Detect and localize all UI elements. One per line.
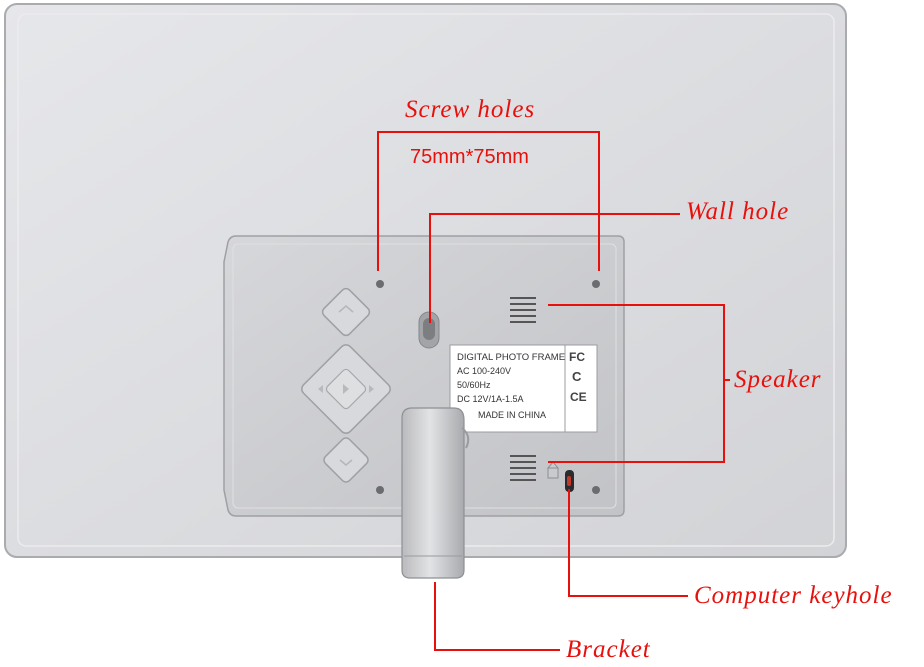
callout-lines [377, 131, 730, 651]
plate-title: DIGITAL PHOTO FRAME [457, 352, 566, 363]
speaker-callout: Speaker [734, 366, 822, 393]
ce-mark-icon: CE [570, 390, 587, 404]
speaker-grille-icon [510, 297, 536, 481]
plate-output-dc: DC 12V/1A-1.5A [457, 394, 524, 404]
rear-panel [223, 235, 625, 517]
bracket [401, 407, 470, 579]
screw-holes-callout: Screw holes [405, 96, 536, 123]
screw-size-callout: 75mm*75mm [410, 146, 529, 168]
label-plate [449, 344, 598, 433]
c-tick-mark-icon: C [572, 369, 582, 384]
bracket-callout: Bracket [566, 636, 651, 663]
screw-hole-icon [376, 280, 600, 494]
wall-hole-callout: Wall hole [686, 198, 790, 225]
menu-button-icon[interactable] [321, 287, 372, 338]
direction-pad-icon[interactable] [299, 342, 392, 435]
computer-keyhole-callout: Computer keyhole [694, 582, 893, 609]
plate-input-ac: AC 100-240V [457, 366, 512, 376]
plate-origin: MADE IN CHINA [478, 410, 547, 420]
plate-frequency: 50/60Hz [457, 380, 491, 390]
keyhole-icon [565, 470, 574, 492]
exit-button-icon[interactable] [322, 436, 370, 484]
fc-mark-icon: FC [569, 350, 585, 364]
